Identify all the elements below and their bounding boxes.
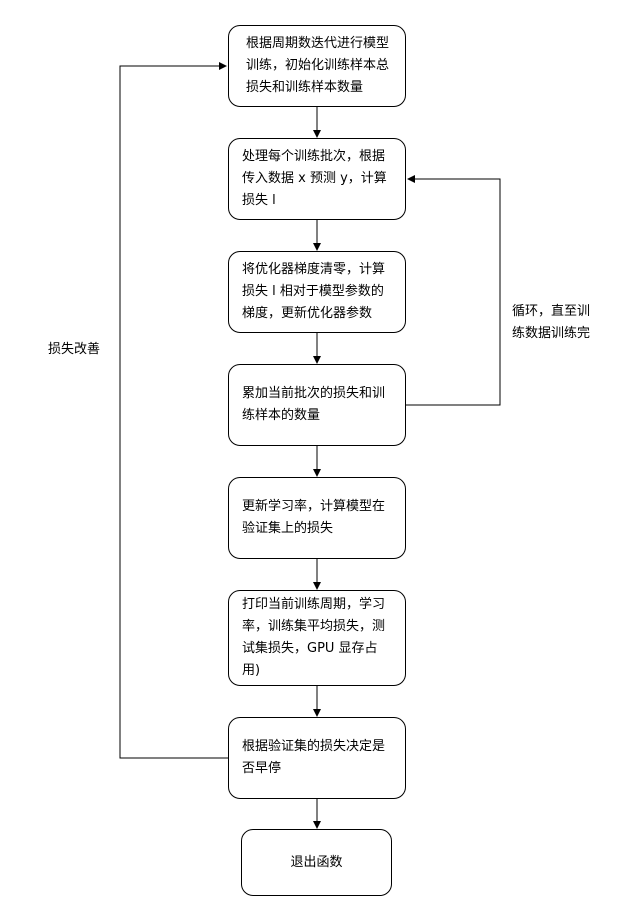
flow-node-text: 处理每个训练批次，根据传入数据 x 预测 y，计算损失 l [242,149,387,208]
flow-node-init-training: 根据周期数迭代进行模型训练，初始化训练样本总损失和训练样本数量 [228,25,406,107]
flow-node-text: 退出函数 [290,854,343,870]
edge-label-loop: 循环，直至训练数据训练完 [512,304,591,341]
loop-arrow-4-to-2 [406,175,501,406]
flow-node-text: 将优化器梯度清零，计算损失 l 相对于模型参数的梯度，更新优化器参数 [242,262,386,321]
flow-node-early-stop: 根据验证集的损失决定是否早停 [228,717,406,799]
flow-node-print-status: 打印当前训练周期，学习率，训练集平均损失，测试集损失，GPU 显存占用) [228,590,406,686]
flow-node-update-lr: 更新学习率，计算模型在验证集上的损失 [228,477,406,559]
flow-node-accumulate-loss: 累加当前批次的损失和训练样本的数量 [228,364,406,446]
flow-node-optimizer-step: 将优化器梯度清零，计算损失 l 相对于模型参数的梯度，更新优化器参数 [228,251,406,333]
flow-node-text: 更新学习率，计算模型在验证集上的损失 [242,499,386,536]
edge-label-improve: 损失改善 [48,342,101,357]
flow-node-exit: 退出函数 [241,829,392,896]
flow-node-text: 根据验证集的损失决定是否早停 [242,739,386,776]
flow-node-process-batch: 处理每个训练批次，根据传入数据 x 预测 y，计算损失 l [228,138,406,220]
flow-node-text: 打印当前训练周期，学习率，训练集平均损失，测试集损失，GPU 显存占用) [242,597,386,678]
improve-arrow-7-to-1 [119,62,228,759]
flow-node-text: 累加当前批次的损失和训练样本的数量 [242,386,386,423]
flow-node-text: 根据周期数迭代进行模型训练，初始化训练样本总损失和训练样本数量 [246,36,390,95]
